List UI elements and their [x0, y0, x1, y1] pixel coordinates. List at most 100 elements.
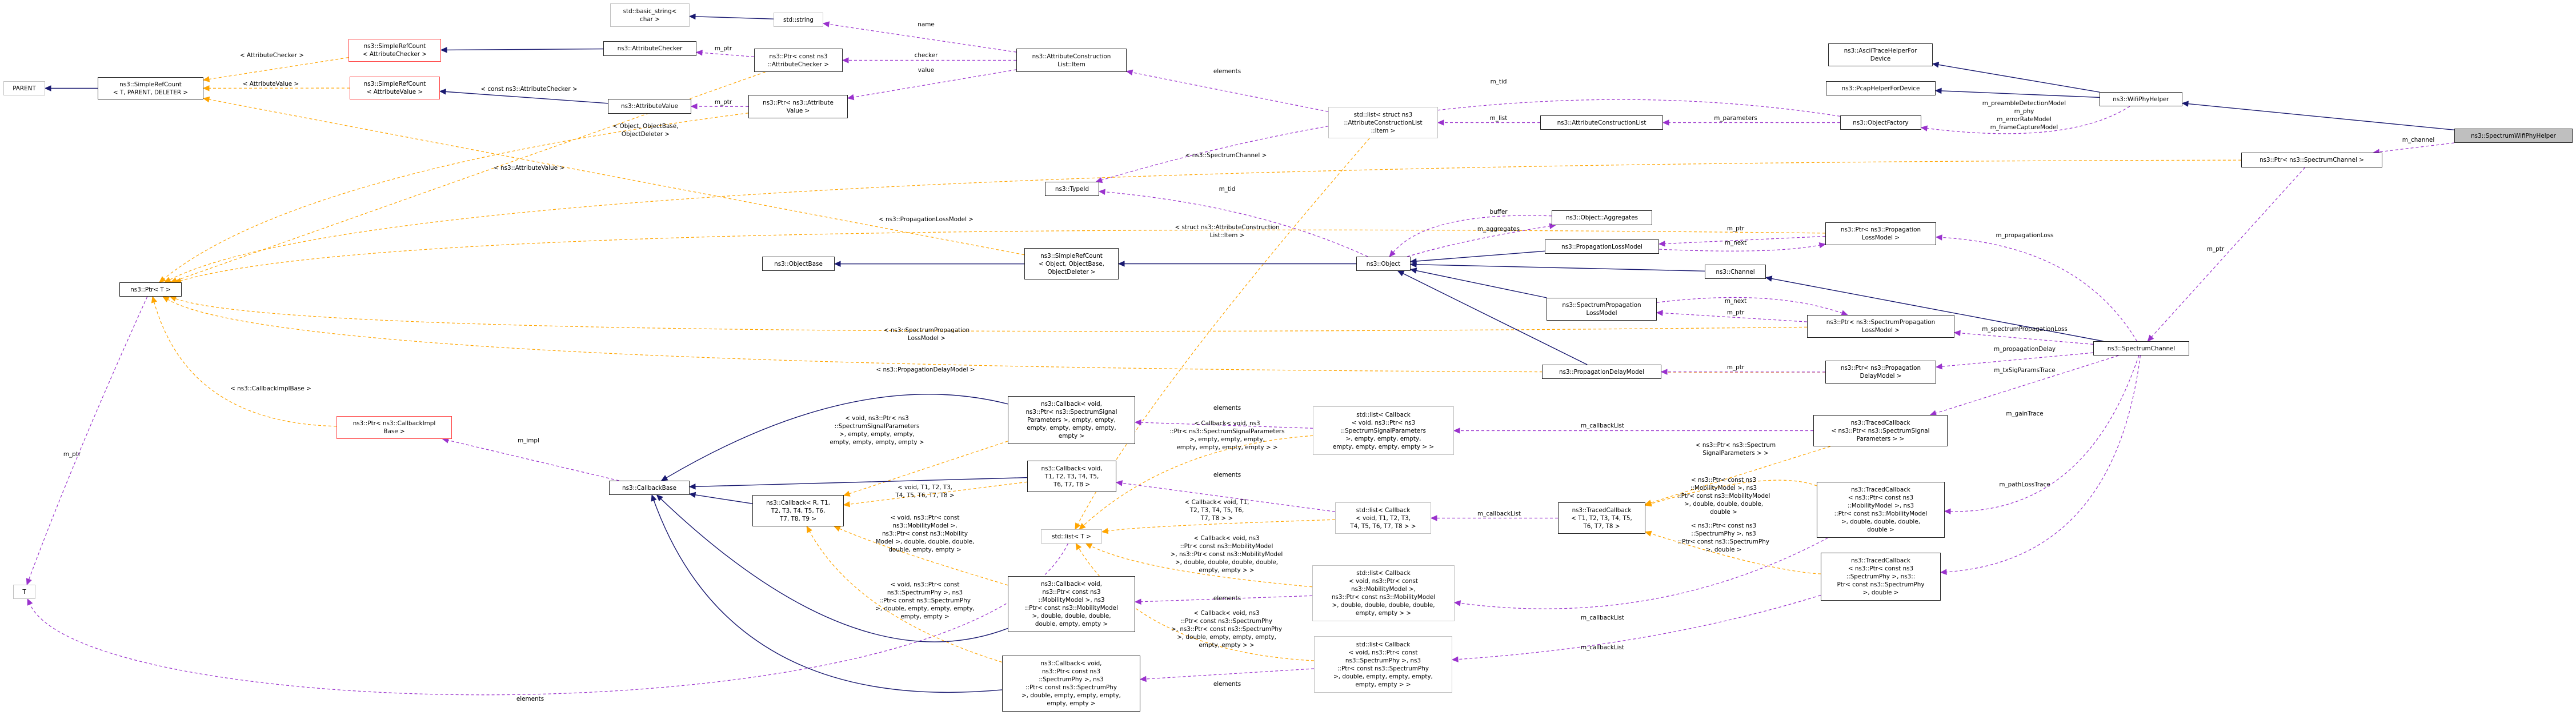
edge-label: m_impl — [518, 437, 539, 444]
edge-label: < const ns3::AttributeChecker > — [480, 86, 578, 93]
class-node-label-line: T7, T8, T9 > — [779, 515, 817, 522]
class-node-pcap[interactable]: ns3::PcapHelperForDevice — [1826, 81, 1936, 95]
class-node-src-a-c[interactable]: ns3::SimpleRefCount< AttributeChecker > — [348, 39, 441, 62]
class-node-label-line: ::AttributeConstructionList — [1344, 119, 1423, 126]
class-node-list-cb-t8[interactable]: std::list< Callback< void, T1, T2, T3,T4… — [1335, 502, 1431, 534]
class-node-acl[interactable]: ns3::AttributeConstructionList — [1540, 115, 1663, 130]
inherit-edge — [660, 498, 1008, 642]
class-node-label-line: std::list< Callback — [1356, 641, 1411, 648]
class-node-label-line: ns3::Object::Aggregates — [1565, 214, 1638, 221]
class-node-src-t-p-d[interactable]: ns3::SimpleRefCount< T, PARENT, DELETER … — [98, 77, 203, 99]
usage-edge — [1936, 355, 2119, 414]
class-node-prop-delay[interactable]: ns3::PropagationDelayModel — [1542, 365, 1661, 379]
class-node-cb-s-p[interactable]: ns3::Callback< void,ns3::Ptr< const ns3:… — [1002, 656, 1140, 712]
arrowhead-icon — [688, 13, 696, 20]
template-edge — [1091, 545, 1313, 588]
class-node-basic-str[interactable]: std::basic_string<char > — [610, 3, 690, 27]
arrowhead-icon — [1662, 119, 1669, 126]
arrowhead-icon — [1095, 177, 1103, 183]
edge-label: < ns3::PropagationDelayModel > — [876, 366, 975, 373]
class-node-label-line: ::SpectrumPhy >, ns3 — [1039, 676, 1104, 683]
class-node-tc-s-s-p[interactable]: ns3::TracedCallback< ns3::Ptr< ns3::Spec… — [1813, 415, 1948, 446]
class-node-label-line: < void, ns3::Ptr< const — [1349, 578, 1418, 585]
class-node-label-line: ns3::Ptr< ns3::SpectrumPropagation — [1826, 319, 1936, 326]
class-node-src-a-v[interactable]: ns3::SimpleRefCount< AttributeValue > — [350, 77, 440, 99]
arrowhead-icon — [1944, 508, 1951, 515]
arrowhead-icon — [660, 475, 668, 481]
class-node-ptr-s-c[interactable]: ns3::Ptr< ns3::SpectrumChannel > — [2241, 153, 2382, 167]
class-node-prop-loss[interactable]: ns3::PropagationLossModel — [1545, 239, 1659, 254]
class-node-object[interactable]: ns3::Object — [1356, 257, 1411, 271]
class-node-aggregates[interactable]: ns3::Object::Aggregates — [1552, 210, 1652, 225]
template-edge — [839, 528, 1008, 586]
arrowhead-icon — [842, 57, 849, 63]
class-node-label-line: T2, T3, T4, T5, T6, — [771, 507, 826, 514]
arrowhead-icon — [1934, 87, 1942, 94]
class-node-label-line: ns3::TypeId — [1055, 185, 1089, 193]
class-node-ptr-t[interactable]: ns3::Ptr< T > — [119, 282, 182, 297]
class-node-cb-s-s-p[interactable]: ns3::Callback< void,ns3::Ptr< ns3::Spect… — [1008, 396, 1135, 444]
edge-label: m_propagationLoss — [1996, 232, 2054, 239]
usage-edge — [1926, 106, 2130, 134]
class-node-std-string[interactable]: std::string — [774, 13, 823, 27]
class-node-attr-checker[interactable]: ns3::AttributeChecker — [603, 41, 696, 56]
class-node-list-item[interactable]: std::list< struct ns3::AttributeConstruc… — [1328, 107, 1438, 138]
arrowhead-icon — [1656, 310, 1663, 316]
class-node-type-id[interactable]: ns3::TypeId — [1045, 182, 1099, 196]
edge-label: m_propagationDelay — [1994, 346, 2056, 353]
arrowhead-icon — [1818, 242, 1826, 249]
class-node--t[interactable]: T — [13, 585, 35, 599]
class-node-list-cb-s-s-p[interactable]: std::list< Callback< void, ns3::Ptr< ns3… — [1313, 406, 1454, 455]
class-node-label-line: Parameters > > — [1856, 435, 1905, 442]
class-node-cb-t8[interactable]: ns3::Callback< void,T1, T2, T3, T4, T5,T… — [1027, 461, 1116, 492]
class-node-label-line: double, empty, empty > — [1035, 621, 1108, 628]
class-node-label-line: ns3::PropagationDelayModel — [1559, 368, 1644, 376]
class-node-obj-factory[interactable]: ns3::ObjectFactory — [1840, 115, 1921, 130]
class-node-ptr-const-a-c[interactable]: ns3::Ptr< const ns3::AttributeChecker > — [754, 49, 843, 72]
class-node-object-base[interactable]: ns3::ObjectBase — [762, 257, 835, 271]
class-node-list-cb-mob[interactable]: std::list< Callback< void, ns3::Ptr< con… — [1312, 565, 1455, 621]
class-node-src-obj[interactable]: ns3::SimpleRefCount< Object, ObjectBase,… — [1024, 248, 1119, 279]
class-node-list-cb-s-p[interactable]: std::list< Callback< void, ns3::Ptr< con… — [1314, 636, 1452, 693]
inherit-edge — [1941, 90, 2100, 98]
arrowhead-icon — [1932, 62, 1940, 68]
class-node-label-line: T6, T7, T8 > — [1583, 522, 1620, 530]
edge-label: m_callbackList — [1477, 510, 1521, 517]
edge-label: m_ptr — [63, 451, 81, 458]
class-node-attr-value[interactable]: ns3::AttributeValue — [608, 99, 691, 114]
class-node-swph[interactable]: ns3::SpectrumWifiPhyHelper — [2454, 129, 2573, 143]
edge-label: < void, ns3::Ptr< ns3 ::SpectrumSignalPa… — [830, 415, 924, 446]
edge-label: elements — [1213, 681, 1241, 688]
class-node-channel[interactable]: ns3::Channel — [1705, 265, 1766, 279]
class-node-label-line: >, empty, empty, empty, — [1345, 435, 1421, 442]
arrowhead-icon — [159, 276, 166, 283]
arrowhead-icon — [1117, 261, 1125, 267]
edge-label: m_channel — [2402, 137, 2435, 143]
class-node-callback-base[interactable]: ns3::CallbackBase — [609, 481, 690, 495]
class-node-tc-t8[interactable]: ns3::TracedCallback< T1, T2, T3, T4, T5,… — [1558, 502, 1645, 534]
class-node-label-line: < void, ns3::Ptr< ns3 — [1351, 419, 1416, 426]
template-edge — [167, 299, 1826, 373]
class-node-wifi-phy[interactable]: ns3::WifiPhyHelper — [2100, 92, 2182, 106]
class-node-label-line: std::list< Callback — [1356, 506, 1411, 514]
class-node-cb-r[interactable]: ns3::Callback< R, T1,T2, T3, T4, T5, T6,… — [752, 495, 844, 526]
class-node-tc-mob[interactable]: ns3::TracedCallback< ns3::Ptr< const ns3… — [1817, 482, 1945, 538]
class-node-cb-mob[interactable]: ns3::Callback< void,ns3::Ptr< const ns3:… — [1008, 576, 1135, 632]
class-node-tc-s-p[interactable]: ns3::TracedCallback< ns3::Ptr< const ns3… — [1821, 553, 1941, 601]
usage-edge — [1658, 245, 1820, 251]
class-node-list-t[interactable]: std::list< T > — [1041, 529, 1102, 544]
class-node-parent[interactable]: PARENT — [3, 81, 45, 95]
arrowhead-icon — [1451, 656, 1459, 662]
edge-label: m_tid — [1219, 186, 1236, 193]
arrowhead-icon — [202, 85, 210, 91]
class-node-spec-channel[interactable]: ns3::SpectrumChannel — [2093, 341, 2189, 355]
arrowhead-icon — [44, 85, 51, 91]
